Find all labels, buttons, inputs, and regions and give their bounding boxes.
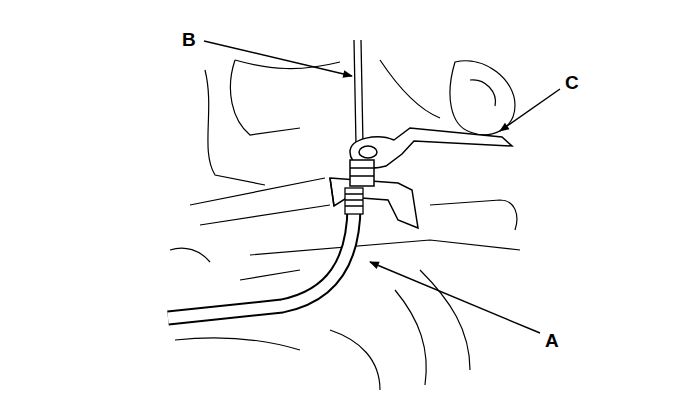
callout-letter: B	[180, 29, 198, 50]
leader-lines	[204, 41, 560, 333]
brake-line	[354, 40, 363, 145]
callout-letter: C	[563, 72, 581, 93]
hose-fitting	[345, 188, 363, 214]
callout-letter: A	[543, 330, 561, 351]
flare-nut-wrench	[350, 128, 512, 186]
engine-background	[170, 60, 520, 390]
brake-hose	[168, 205, 354, 318]
